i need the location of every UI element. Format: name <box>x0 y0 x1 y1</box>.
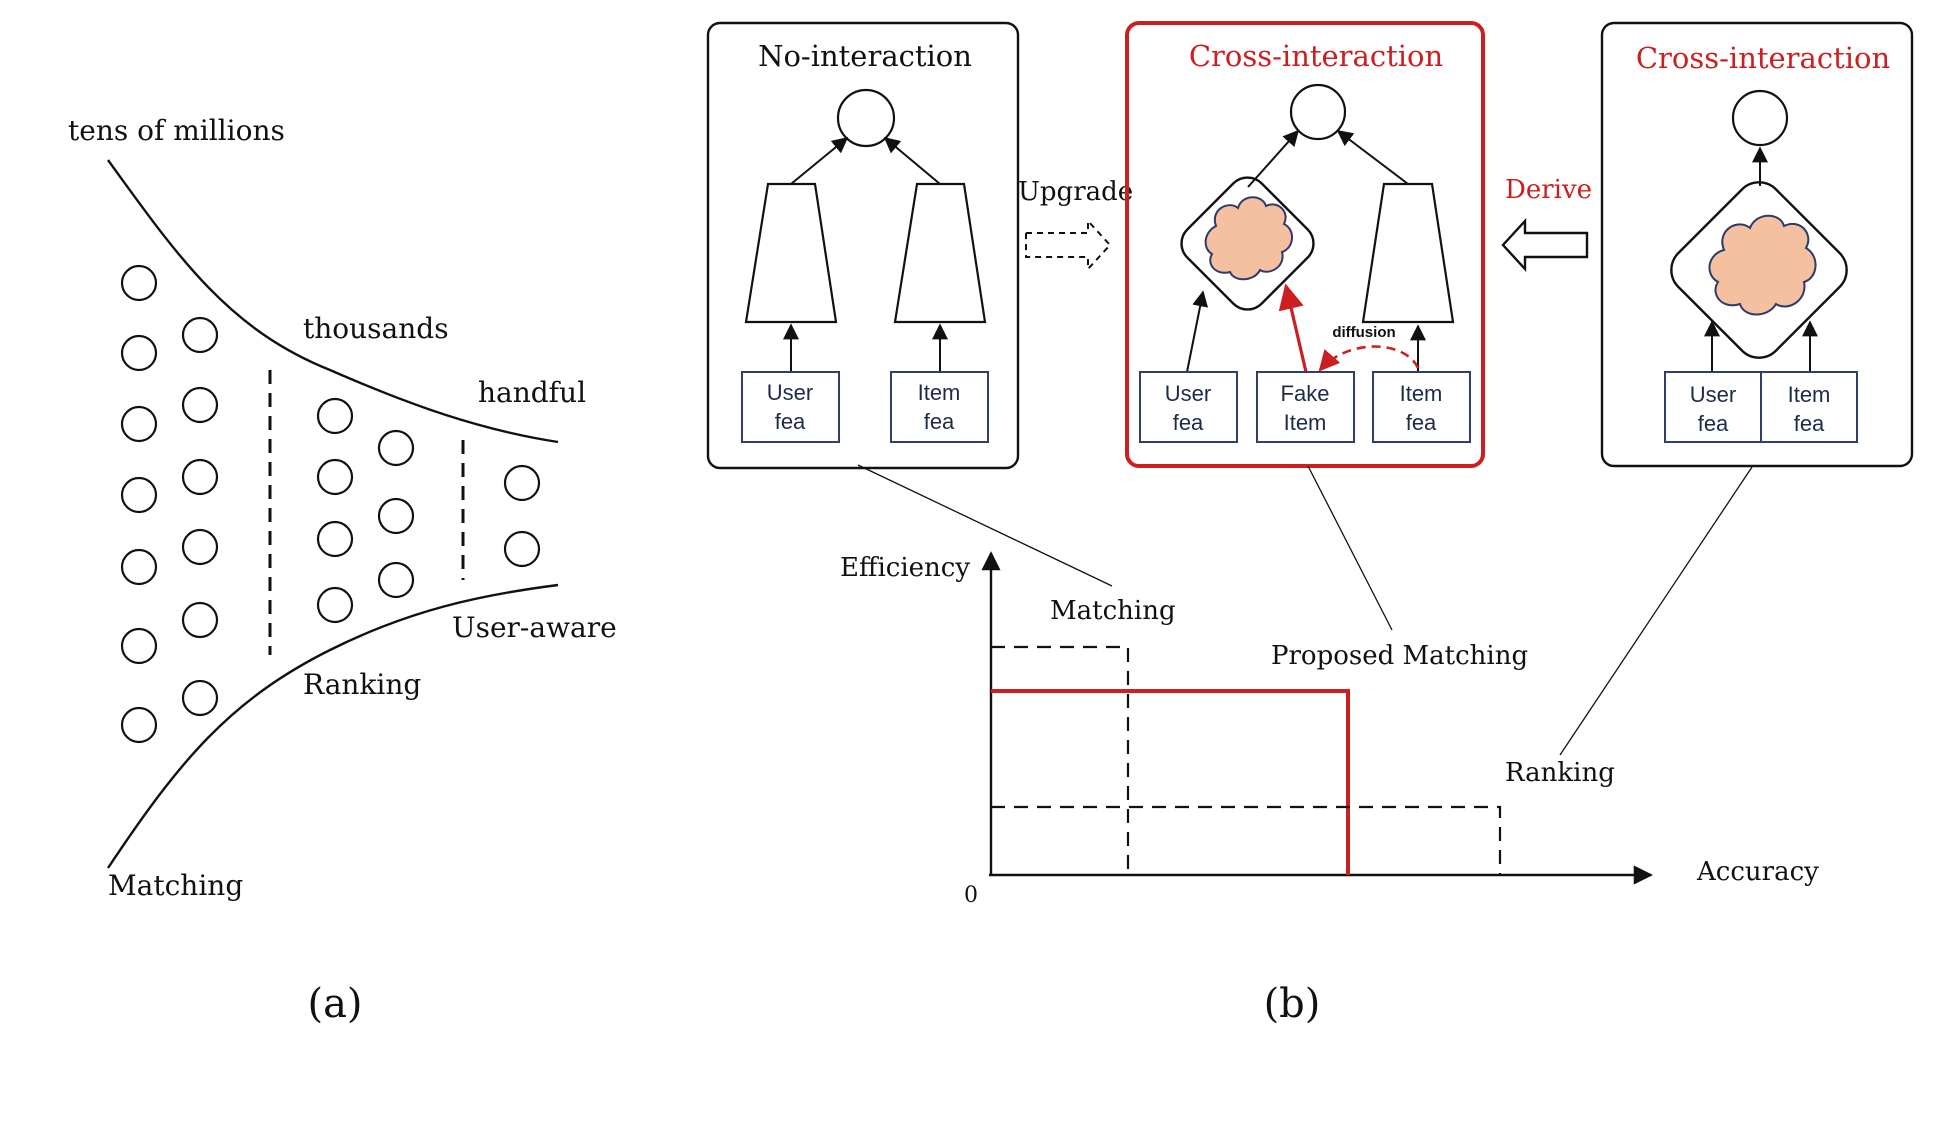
item-tower <box>893 182 987 324</box>
connector-no-interaction-to-matching <box>857 464 1113 587</box>
item-circle <box>181 528 219 566</box>
fake-item-line2: Item <box>1284 410 1327 435</box>
item-circle <box>181 601 219 639</box>
handful-label: handful <box>478 376 586 409</box>
user-fea-line2: fea <box>775 409 806 434</box>
item-fea-line2: fea <box>1794 411 1825 436</box>
item-tower <box>1361 182 1455 324</box>
ranking-model-title: Cross-interaction <box>1636 41 1890 75</box>
thousands-label: thousands <box>303 312 449 345</box>
user-fea-line1: User <box>767 380 813 405</box>
user-aware-label: User-aware <box>452 611 617 644</box>
item-circle <box>181 458 219 496</box>
item-fea-line1: Item <box>918 380 961 405</box>
proposed-matching-label: Proposed Matching <box>1271 641 1528 671</box>
connector-ranking-model-to-ranking <box>1559 466 1753 756</box>
user-fea-line2: fea <box>1698 411 1729 436</box>
item-circle <box>316 397 354 435</box>
item-fea-line1: Item <box>1788 382 1831 407</box>
output-node <box>1731 89 1789 147</box>
item-circle <box>181 386 219 424</box>
item-circle <box>120 548 158 586</box>
fake-item-box <box>1256 371 1355 443</box>
ranking-region <box>991 805 1502 875</box>
item-fea-box <box>1372 371 1471 443</box>
user-fea-line1: User <box>1690 382 1736 407</box>
proposed-cross-interaction-box: Cross-interaction diffusion User fea Fak… <box>1125 21 1485 468</box>
item-circle <box>181 679 219 717</box>
arrow-interaction-to-output <box>1247 129 1300 188</box>
x-axis-label: Accuracy <box>1696 857 1819 887</box>
interaction-blob-icon <box>1204 196 1293 281</box>
output-node <box>836 88 896 148</box>
item-circle <box>316 586 354 624</box>
user-tower <box>744 182 838 324</box>
diffusion-dashed-arrow <box>1318 345 1420 372</box>
item-circle <box>120 334 158 372</box>
user-fea-box <box>741 371 840 443</box>
fake-item-line1: Fake <box>1281 381 1330 406</box>
no-interaction-title: No-interaction <box>758 39 972 73</box>
cross-interaction-module <box>1670 181 1848 359</box>
item-circle <box>120 706 158 744</box>
item-fea-box <box>890 371 989 443</box>
cross-interaction-module <box>1180 176 1315 311</box>
candidate-items <box>120 264 541 744</box>
proposed-title: Cross-interaction <box>1189 39 1443 73</box>
fake-item-red-arrow <box>1278 283 1308 373</box>
item-circle <box>377 429 415 467</box>
upgrade-label: Upgrade <box>1018 177 1133 207</box>
item-fea-line1: Item <box>1400 381 1443 406</box>
tens-of-millions-label: tens of millions <box>68 114 285 147</box>
arrow-user-fea-to-module <box>1186 290 1209 373</box>
arrow-right-tower-to-output <box>883 136 941 185</box>
matching-stage-label: Matching <box>108 869 243 902</box>
item-circle <box>316 520 354 558</box>
item-circle <box>503 464 541 502</box>
item-circle <box>120 264 158 302</box>
upgrade-arrow <box>1025 218 1112 272</box>
interaction-blob-icon <box>1708 214 1817 316</box>
matching-region <box>991 645 1130 875</box>
item-circle <box>120 476 158 514</box>
diffusion-label: diffusion <box>1332 324 1395 341</box>
derive-label: Derive <box>1505 175 1592 205</box>
ranking-region-label: Ranking <box>1505 758 1615 788</box>
proposed-frame <box>1125 21 1485 468</box>
derive-arrow <box>1501 217 1589 273</box>
ranking-stage-label: Ranking <box>303 668 421 701</box>
ranking-frame <box>1600 21 1914 468</box>
caption-a: (a) <box>307 981 362 1027</box>
user-fea-line2: fea <box>1173 410 1204 435</box>
caption-b: (b) <box>1264 981 1321 1027</box>
y-axis-label: Efficiency <box>840 553 970 583</box>
arrow-item-tower-to-output <box>1336 130 1409 185</box>
user-fea-line1: User <box>1165 381 1211 406</box>
item-circle <box>120 405 158 443</box>
efficiency-accuracy-chart: Efficiency Accuracy 0 Matching Proposed … <box>840 551 1819 908</box>
proposed-matching-region <box>991 689 1350 875</box>
model-comparison-panel: No-interaction User fea Item fea Upgrade… <box>706 21 1914 1027</box>
funnel-bottom-curve <box>107 583 559 869</box>
funnel-top-curve <box>107 159 559 444</box>
item-circle <box>503 530 541 568</box>
item-circle <box>316 458 354 496</box>
item-fea-line2: fea <box>924 409 955 434</box>
funnel-panel: tens of millions Matching thousands Rank… <box>68 114 617 1027</box>
arrow-left-tower-to-output <box>790 136 849 185</box>
matching-region-label: Matching <box>1050 596 1176 626</box>
item-fea-box <box>1760 371 1858 443</box>
connector-proposed-to-proposed-matching <box>1307 465 1393 631</box>
user-fea-box <box>1139 371 1238 443</box>
item-circle <box>181 316 219 354</box>
item-circle <box>120 627 158 665</box>
output-node <box>1289 83 1347 141</box>
origin-label: 0 <box>964 883 978 908</box>
no-interaction-box: No-interaction User fea Item fea <box>706 21 1020 470</box>
item-circle <box>377 561 415 599</box>
item-circle <box>377 497 415 535</box>
ranking-cross-interaction-box: Cross-interaction User fea Item fea <box>1600 21 1914 468</box>
item-fea-line2: fea <box>1406 410 1437 435</box>
